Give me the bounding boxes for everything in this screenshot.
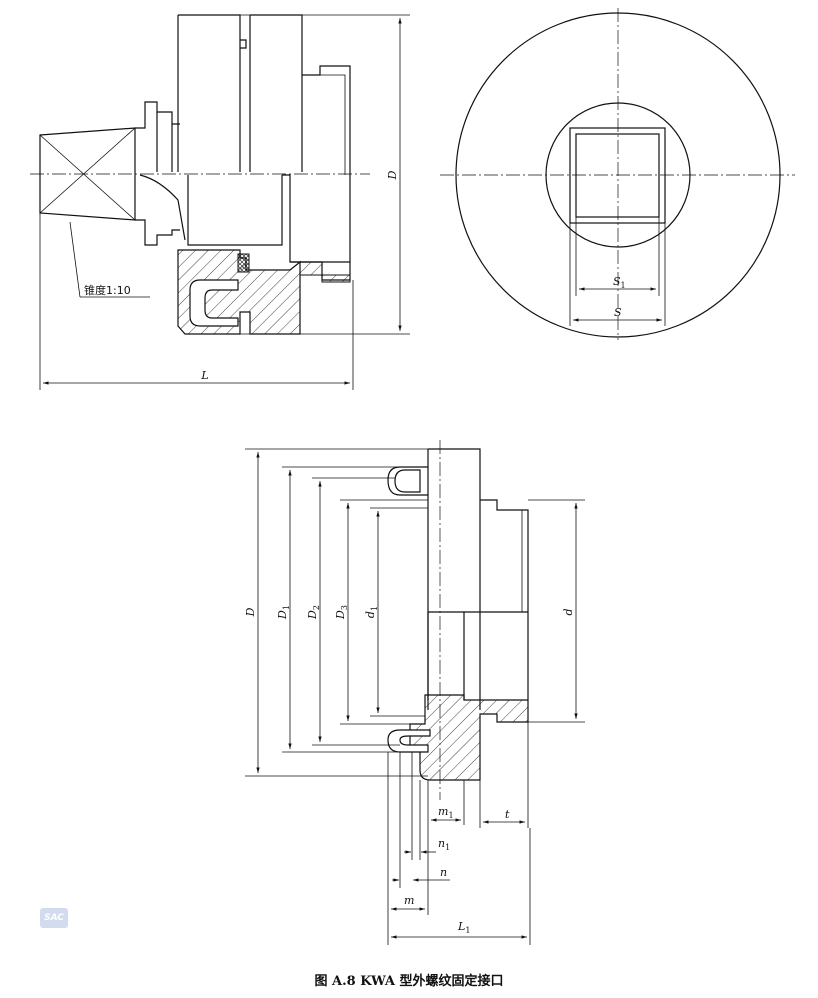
watermark-logo: SAC bbox=[40, 908, 68, 928]
dim-m1: m1 bbox=[438, 805, 454, 820]
dim-D-bottom: D bbox=[244, 607, 257, 617]
dim-m: m bbox=[404, 894, 414, 907]
hatched-connector-lower bbox=[409, 694, 529, 781]
square-outer bbox=[569, 127, 666, 224]
dim-S: S bbox=[614, 306, 622, 319]
connector-section-view: D D1 D2 D3 d1 d m1 t n1 bbox=[244, 440, 585, 945]
dim-L1: L1 bbox=[457, 920, 470, 935]
figure-caption: 图 A.8 KWA 型外螺纹固定接口 bbox=[314, 974, 504, 989]
seal-ring bbox=[237, 253, 250, 273]
dim-d1: d1 bbox=[364, 606, 379, 618]
disc-right bbox=[250, 14, 303, 172]
end-view: S1 S bbox=[440, 8, 795, 340]
dim-d: d bbox=[562, 608, 575, 615]
dim-D3: D3 bbox=[334, 605, 349, 620]
square-inner bbox=[575, 133, 660, 218]
dim-D-top: D bbox=[386, 170, 399, 180]
disc-left bbox=[178, 14, 241, 172]
taper-note: 锥度1:10 bbox=[84, 283, 131, 297]
dim-D2: D2 bbox=[306, 605, 321, 620]
dim-D1: D1 bbox=[276, 605, 291, 620]
dim-S1: S1 bbox=[613, 275, 626, 290]
dim-n1: n1 bbox=[438, 837, 450, 852]
dim-t: t bbox=[505, 808, 510, 821]
side-section-view: 锥度1:10 D L bbox=[30, 14, 410, 390]
dim-L: L bbox=[200, 369, 208, 382]
dim-n: n bbox=[440, 866, 447, 879]
